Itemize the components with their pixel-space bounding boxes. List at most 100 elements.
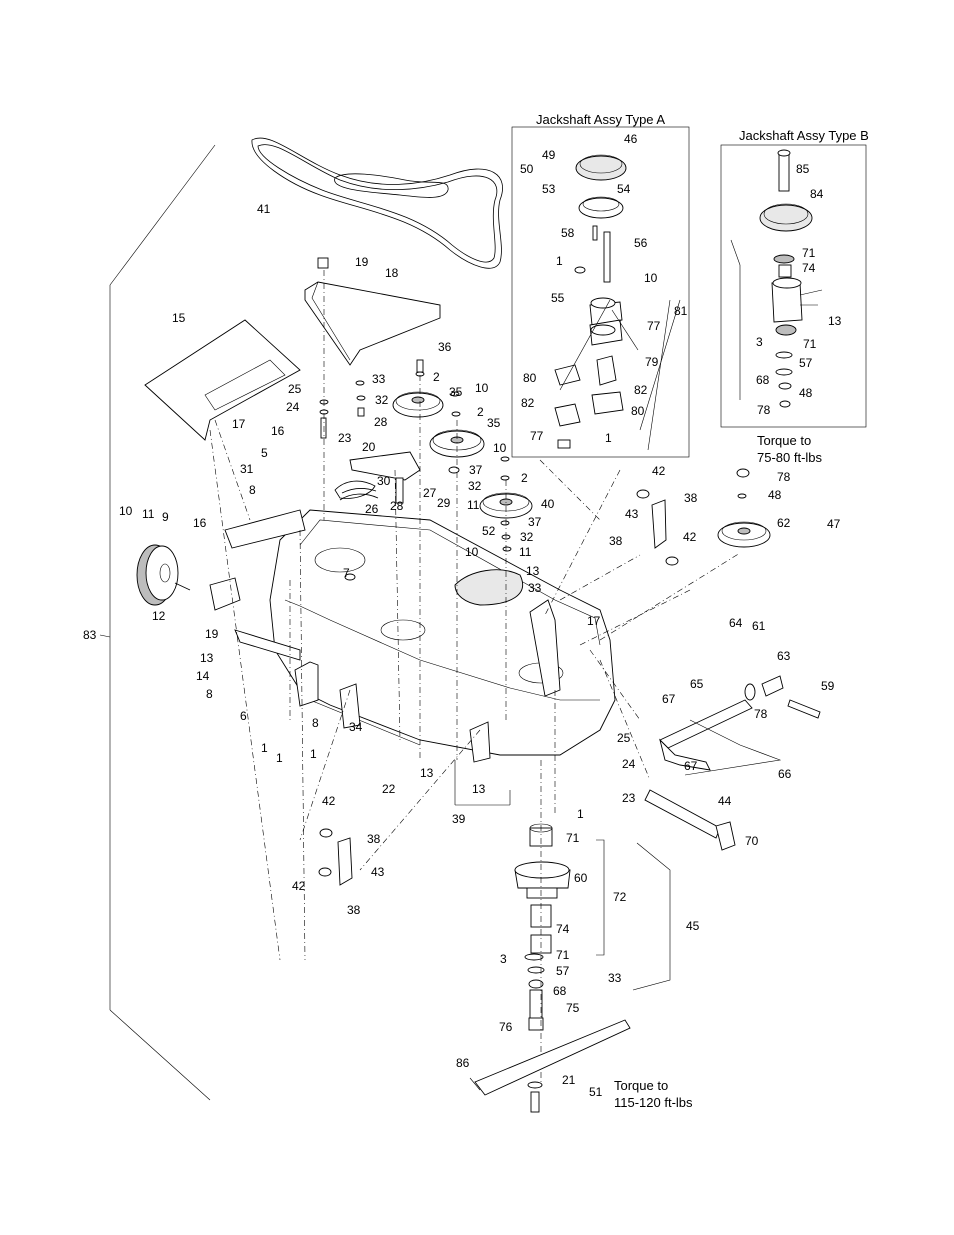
callout-35: 35 — [449, 385, 463, 399]
callout-57b: 68 — [756, 373, 770, 387]
callout-35b: 35 — [487, 416, 501, 430]
callout-10c: 10 — [119, 504, 133, 518]
callout-4b: 48 — [799, 386, 813, 400]
callout-47: 49 — [542, 148, 556, 162]
blade-part — [469, 1019, 631, 1113]
belt-cover-part — [304, 257, 441, 366]
callout-13b: 13 — [200, 651, 214, 665]
callout-32b: 32 — [468, 479, 482, 493]
callout-83: 83 — [83, 628, 97, 642]
callout-62: 50 — [520, 162, 534, 176]
callout-67c: 78 — [757, 403, 771, 417]
torque-note-lower-line2: 115-120 ft-lbs — [614, 1095, 693, 1110]
callout-37b: 37 — [528, 515, 542, 529]
callout-8b: 8 — [206, 687, 213, 701]
callout-6f: 1 — [556, 254, 563, 268]
callout-69: 62 — [777, 516, 791, 530]
callout-66: 44 — [718, 794, 732, 808]
callout-29: 29 — [437, 496, 451, 510]
callout-48: 53 — [542, 182, 556, 196]
callout-16b: 16 — [193, 516, 207, 530]
callout-43c: 38 — [684, 491, 698, 505]
callout-3b: 57 — [799, 356, 813, 370]
callout-60: 72 — [613, 890, 627, 904]
callout-42: 43 — [371, 865, 385, 879]
bolt-63 — [744, 675, 821, 719]
deflector-part — [144, 319, 301, 441]
callout-38: 64 — [729, 616, 743, 630]
callout-67: 78 — [754, 707, 768, 721]
callout-6g: 1 — [605, 431, 612, 445]
callout-86: 21 — [562, 1073, 576, 1087]
callout-42b: 43 — [625, 507, 639, 521]
callout-45: 46 — [624, 132, 638, 146]
jackshaft-type-b-box — [720, 144, 867, 428]
callout-43: 38 — [367, 832, 381, 846]
callout-52: 52 — [482, 524, 496, 538]
callout-27: 27 — [423, 486, 437, 500]
callout-75: 76 — [499, 1020, 513, 1034]
callout-28: 28 — [374, 415, 388, 429]
callout-6c: 1 — [276, 751, 283, 765]
mower-deck-part — [209, 509, 616, 763]
callout-23b: 23 — [622, 791, 636, 805]
callout-56b: 80 — [631, 404, 645, 418]
callout-28b: 28 — [390, 499, 404, 513]
callout-71: 60 — [574, 871, 588, 885]
callout-4: 48 — [768, 488, 782, 502]
callout-24: 24 — [286, 400, 300, 414]
bracket-42-upper — [636, 489, 679, 566]
callout-80: 84 — [810, 187, 824, 201]
callout-65b: 67 — [684, 759, 698, 773]
callout-39b: 42 — [292, 879, 306, 893]
callout-43b: 38 — [347, 903, 361, 917]
callout-65: 67 — [662, 692, 676, 706]
callout-74: 3 — [500, 952, 507, 966]
callout-15: 15 — [172, 311, 186, 325]
callout-11: 11 — [467, 498, 480, 512]
callout-7: 6 — [240, 709, 247, 723]
callout-44: 70 — [745, 834, 759, 848]
torque-note-upper-line2: 75-80 ft-lbs — [757, 450, 823, 465]
callout-51: 45 — [686, 919, 700, 933]
callout-61: 63 — [777, 649, 791, 663]
callout-64: 61 — [752, 619, 766, 633]
callout-6b: 1 — [261, 741, 268, 755]
callout-2b: 2 — [477, 405, 484, 419]
callout-50: 56 — [634, 236, 648, 250]
callout-40: 40 — [541, 497, 555, 511]
callout-30: 30 — [377, 474, 391, 488]
callout-41: 41 — [257, 202, 271, 216]
callout-19: 19 — [355, 255, 369, 269]
callout-76: 86 — [456, 1056, 470, 1070]
torque-note-upper-line1: Torque to — [757, 433, 811, 448]
callout-10: 10 — [475, 381, 489, 395]
callout-13: 13 — [526, 564, 540, 578]
callout-54b: 77 — [530, 429, 544, 443]
callout-39: 42 — [322, 794, 336, 808]
callout-36: 36 — [438, 340, 452, 354]
callout-78: 66 — [778, 767, 792, 781]
belt-part — [251, 137, 503, 269]
callout-23: 23 — [338, 431, 352, 445]
callout-16: 16 — [271, 424, 285, 438]
callout-21: 51 — [589, 1085, 603, 1099]
callout-79: 85 — [796, 162, 810, 176]
spindle-assembly — [514, 760, 571, 1085]
callout-72: 74 — [556, 922, 570, 936]
callout-26: 26 — [365, 502, 379, 516]
callout-10b: 10 — [493, 441, 507, 455]
callout-10d: 10 — [465, 545, 479, 559]
callout-32: 32 — [375, 393, 389, 407]
callout-33: 33 — [372, 372, 386, 386]
callout-39c: 42 — [652, 464, 666, 478]
callout-72b: 74 — [802, 261, 816, 275]
callout-8c: 8 — [312, 716, 319, 730]
callout-labels: 41 19 18 15 36 2 33 35 32 28 10 25 24 17… — [83, 132, 842, 1099]
callout-1: 34 — [349, 720, 363, 734]
callout-25: 25 — [288, 382, 302, 396]
callout-70d: 71 — [803, 337, 817, 351]
callout-22: 39 — [452, 812, 466, 826]
callout-70c: 71 — [802, 246, 816, 260]
